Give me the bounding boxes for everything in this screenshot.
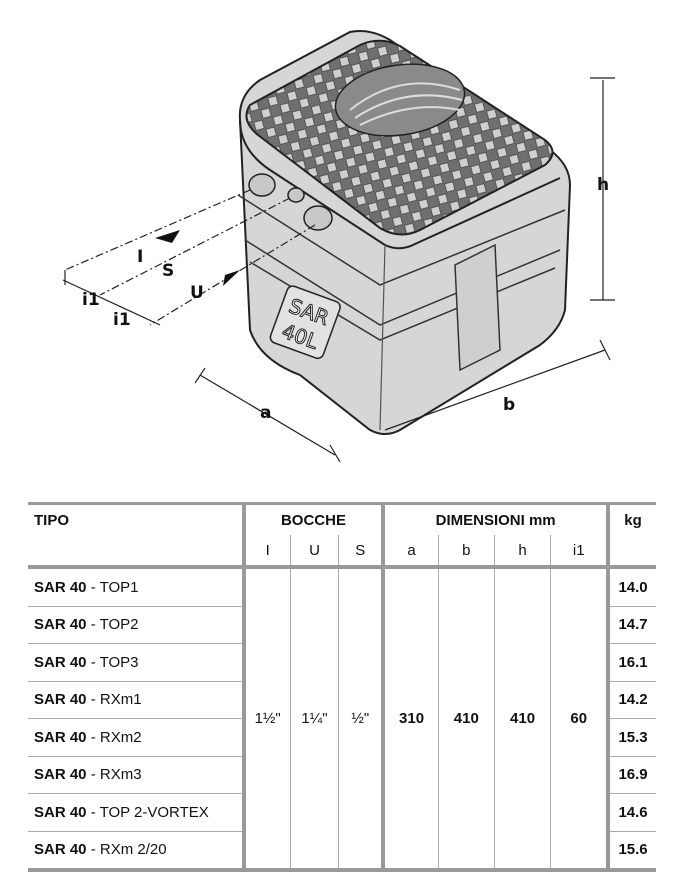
kg-cell: 16.1 bbox=[606, 643, 656, 682]
model-cell: SAR 40 - RXm3 bbox=[28, 756, 244, 794]
header-tipo: TIPO bbox=[28, 502, 244, 535]
label-S: S bbox=[162, 261, 174, 281]
kg-cell: 14.2 bbox=[606, 681, 656, 719]
label-i1-left: i1 bbox=[82, 290, 100, 310]
kg-cell: 16.9 bbox=[606, 756, 656, 794]
shared-b-cell: 410 bbox=[437, 567, 495, 872]
model-variant: - RXm1 bbox=[86, 691, 142, 709]
model-name: SAR 40 bbox=[34, 691, 87, 709]
table-row: SAR 40 - RXm3 16.9 bbox=[28, 756, 656, 794]
specs-table: TIPO BOCCHE DIMENSIONI mm kg I U S a b h… bbox=[28, 502, 656, 872]
model-cell: SAR 40 - TOP1 bbox=[28, 567, 244, 607]
table-row: SAR 40 - RXm 2/20 15.6 bbox=[28, 831, 656, 872]
shared-U-cell: 1¼" bbox=[289, 567, 339, 872]
table-row: SAR 40 - RXm2 15.3 bbox=[28, 718, 656, 757]
inlet-arrow-icon bbox=[155, 230, 180, 243]
label-h: h bbox=[597, 175, 609, 195]
model-name: SAR 40 bbox=[34, 728, 87, 746]
kg-cell: 15.6 bbox=[606, 831, 656, 872]
table-row: SAR 40 - RXm1 14.2 bbox=[28, 681, 656, 719]
model-cell: SAR 40 - RXm 2/20 bbox=[28, 831, 244, 872]
header-dimensioni: DIMENSIONI mm bbox=[381, 502, 609, 535]
shared-a-cell: 310 bbox=[381, 567, 439, 872]
subheader-i1: i1 bbox=[550, 535, 609, 569]
model-cell: SAR 40 - RXm1 bbox=[28, 681, 244, 719]
subheader-I: I bbox=[241, 535, 291, 569]
model-variant: - RXm2 bbox=[86, 728, 142, 746]
header-bocche: BOCCHE bbox=[241, 502, 384, 535]
model-variant: - RXm 2/20 bbox=[86, 841, 167, 859]
model-name: SAR 40 bbox=[34, 803, 87, 821]
model-cell: SAR 40 - RXm2 bbox=[28, 718, 244, 757]
tank-marking-logo: SAR 40L bbox=[269, 285, 341, 360]
label-I: I bbox=[137, 247, 143, 267]
kg-cell: 14.0 bbox=[606, 567, 656, 607]
shared-h-cell: 410 bbox=[493, 567, 551, 872]
model-variant: - TOP3 bbox=[86, 653, 139, 671]
label-i1-bottom: i1 bbox=[113, 310, 131, 330]
model-cell: SAR 40 - TOP 2-VORTEX bbox=[28, 793, 244, 832]
pipe-fittings bbox=[248, 173, 333, 231]
label-U: U bbox=[190, 283, 204, 303]
subheader-U: U bbox=[289, 535, 339, 569]
tank-dimension-drawing: SAR 40L h a b I S U i1 i1 bbox=[62, 30, 615, 463]
model-name: SAR 40 bbox=[34, 766, 87, 784]
subheader-S: S bbox=[338, 535, 384, 569]
kg-cell: 15.3 bbox=[606, 718, 656, 757]
shared-S-cell: ½" bbox=[338, 567, 384, 872]
header-kg: kg bbox=[606, 502, 656, 535]
subheader-b: b bbox=[437, 535, 495, 569]
model-variant: - TOP 2-VORTEX bbox=[86, 803, 209, 821]
tank-lid bbox=[245, 39, 554, 236]
label-b: b bbox=[503, 395, 515, 415]
model-variant: - TOP2 bbox=[86, 616, 139, 634]
outlet-arrow-icon bbox=[223, 270, 240, 286]
model-cell: SAR 40 - TOP2 bbox=[28, 606, 244, 644]
model-name: SAR 40 bbox=[34, 841, 87, 859]
label-a: a bbox=[260, 403, 271, 423]
model-name: SAR 40 bbox=[34, 616, 87, 634]
model-cell: SAR 40 - TOP3 bbox=[28, 643, 244, 682]
table-row: SAR 40 - TOP2 14.7 bbox=[28, 606, 656, 644]
shared-i1-cell: 60 bbox=[550, 567, 609, 872]
subheader-a: a bbox=[381, 535, 439, 569]
model-variant: - RXm3 bbox=[86, 766, 142, 784]
table-row: SAR 40 - TOP 2-VORTEX 14.6 bbox=[28, 793, 656, 832]
kg-cell: 14.6 bbox=[606, 793, 656, 832]
subheader-h: h bbox=[493, 535, 551, 569]
kg-cell: 14.7 bbox=[606, 606, 656, 644]
shared-I-cell: 1½" bbox=[241, 567, 291, 872]
model-name: SAR 40 bbox=[34, 653, 87, 671]
model-variant: - TOP1 bbox=[86, 578, 139, 596]
model-name: SAR 40 bbox=[34, 578, 87, 596]
table-row: SAR 40 - TOP3 16.1 bbox=[28, 643, 656, 682]
